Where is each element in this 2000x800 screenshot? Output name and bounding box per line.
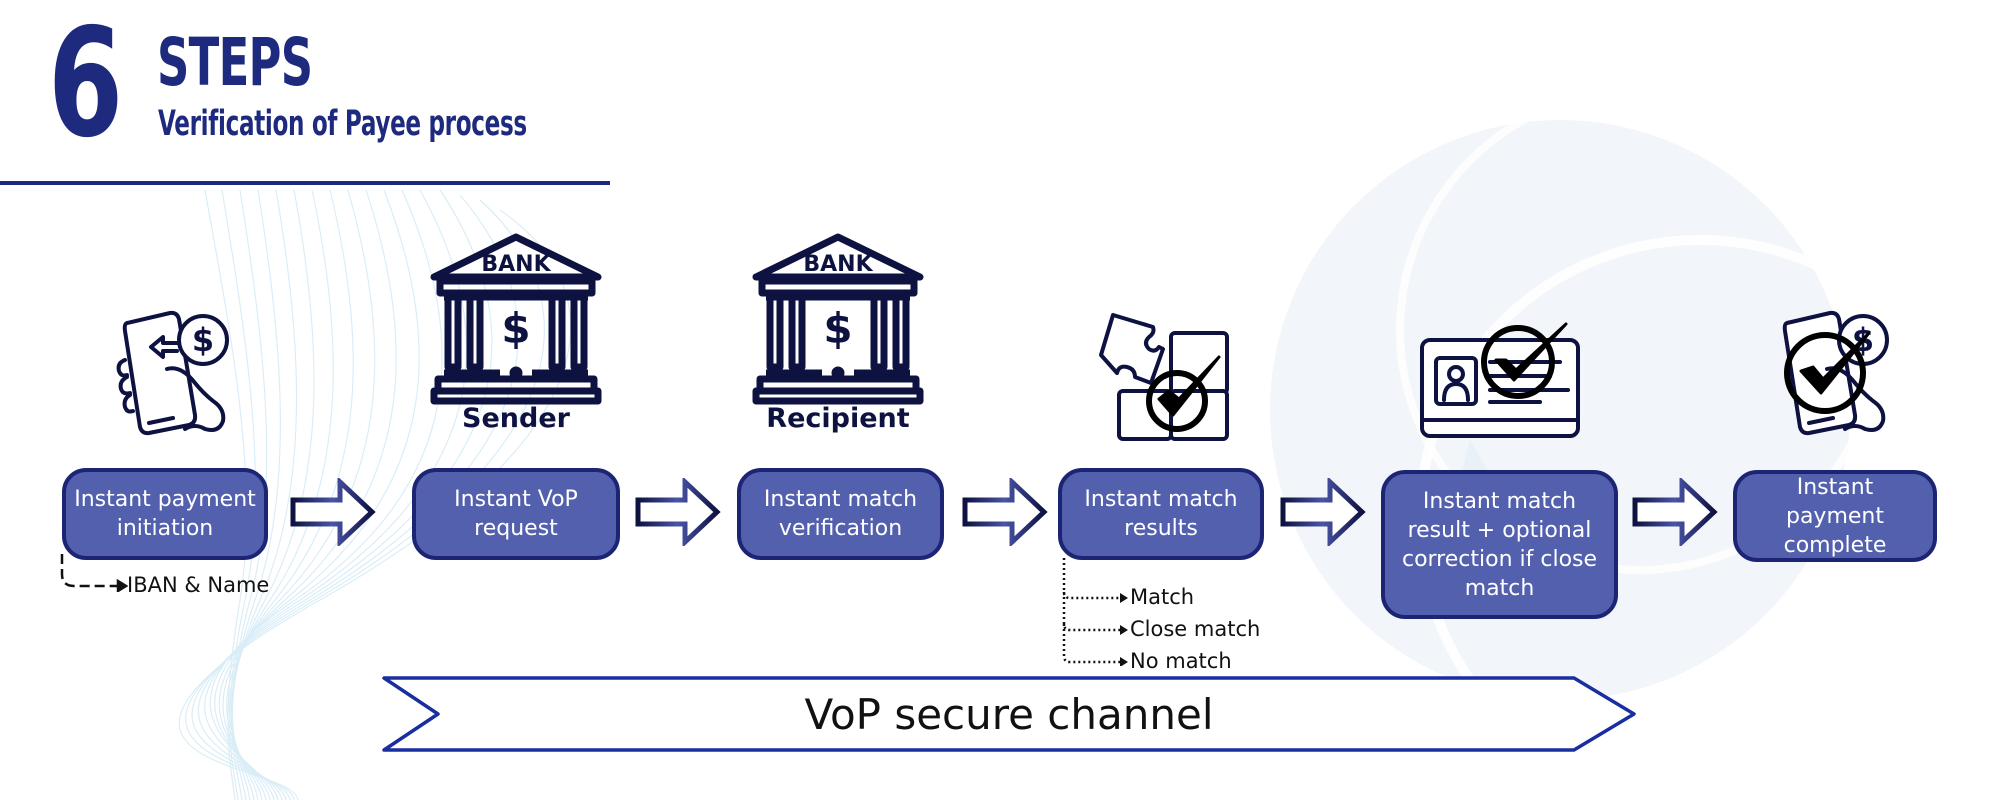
step-4-box: Instant match results bbox=[1058, 468, 1264, 560]
step-2-box: Instant VoP request bbox=[412, 468, 620, 560]
step-4-label: Instant match results bbox=[1084, 487, 1238, 541]
step-6-box: Instant payment complete bbox=[1733, 470, 1937, 562]
step-5-box: Instant match result + optional correcti… bbox=[1381, 470, 1618, 619]
step-1-box: Instant payment initiation bbox=[62, 468, 268, 560]
step-5-label: Instant match result + optional correcti… bbox=[1401, 488, 1598, 601]
step-3-box: Instant match verification bbox=[737, 468, 944, 560]
decorative-wave-lines bbox=[178, 189, 572, 800]
header-divider bbox=[0, 181, 610, 185]
phone-payment-icon: $ bbox=[116, 310, 229, 436]
bank-sender-icon: BANK $ bbox=[430, 233, 602, 405]
step-2-label: Instant VoP request bbox=[454, 487, 578, 541]
svg-text:$: $ bbox=[192, 321, 214, 359]
flow-arrow-3 bbox=[962, 478, 1048, 546]
outcome-no-match: No match bbox=[1130, 649, 1232, 673]
puzzle-check-icon bbox=[1099, 313, 1229, 441]
page-title: STEPS bbox=[157, 24, 313, 101]
outcome-match: Match bbox=[1130, 585, 1195, 609]
bank-recipient-icon: BANK $ bbox=[752, 233, 924, 405]
page-subtitle: Verification of Payee process bbox=[158, 104, 527, 144]
svg-text:$: $ bbox=[823, 304, 852, 353]
recipient-bank-label: Recipient bbox=[766, 403, 910, 434]
flow-arrow-5 bbox=[1632, 478, 1718, 546]
step-3-label: Instant match verification bbox=[763, 487, 918, 541]
outcome-connector-arrows bbox=[1062, 558, 1128, 666]
secure-channel-label: VoP secure channel bbox=[804, 689, 1214, 739]
phone-payment-check-icon: $ bbox=[1782, 310, 1889, 436]
flow-arrow-1 bbox=[290, 478, 376, 546]
svg-text:BANK: BANK bbox=[803, 252, 873, 277]
sender-bank-label: Sender bbox=[462, 403, 570, 434]
flow-arrow-4 bbox=[1280, 478, 1366, 546]
steps-count: 6 bbox=[48, 0, 123, 171]
flow-arrow-2 bbox=[635, 478, 721, 546]
id-card-check-icon bbox=[1420, 322, 1580, 438]
svg-text:$: $ bbox=[501, 304, 530, 353]
step-6-label: Instant payment complete bbox=[1783, 474, 1887, 558]
iban-connector-arrow bbox=[60, 554, 128, 592]
svg-text:BANK: BANK bbox=[481, 252, 551, 277]
secure-channel-banner bbox=[382, 676, 1636, 752]
outcome-close-match: Close match bbox=[1130, 617, 1261, 641]
iban-name-note: IBAN & Name bbox=[127, 573, 270, 597]
step-1-label: Instant payment initiation bbox=[74, 487, 256, 541]
